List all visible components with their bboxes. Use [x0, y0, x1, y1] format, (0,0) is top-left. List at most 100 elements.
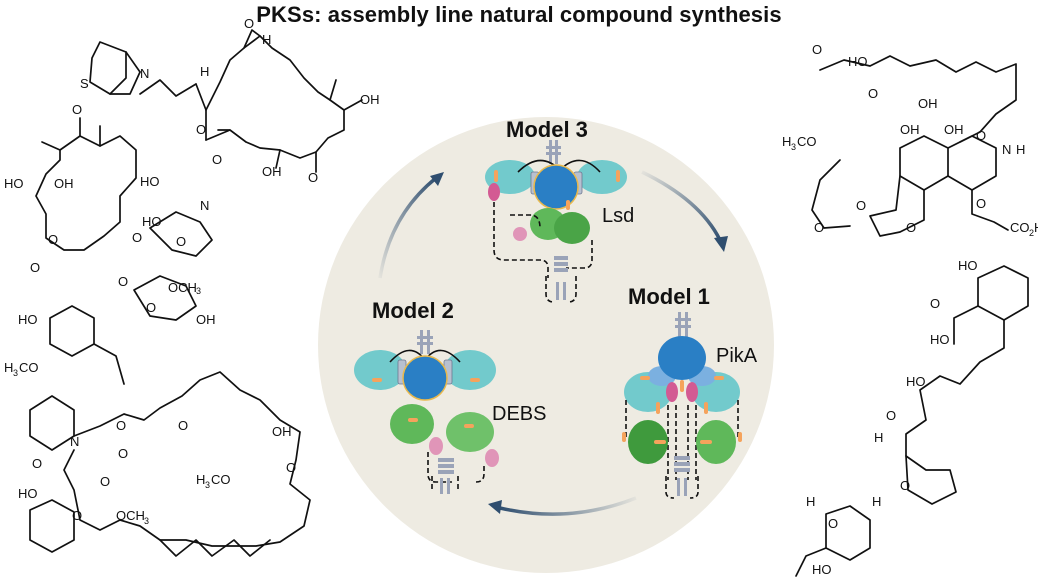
rapa-o2: O: [118, 446, 128, 461]
rapa-o4: O: [286, 460, 296, 475]
ery-oh2: OH: [196, 312, 216, 327]
epo-oh1: OH: [262, 164, 282, 179]
ery-n: N: [200, 198, 209, 213]
svg-text:3: 3: [13, 368, 18, 378]
rapa-o3: O: [178, 418, 188, 433]
ery-o1: O: [72, 102, 82, 117]
rapa-h3co: H: [4, 360, 13, 375]
svg-text:3: 3: [791, 142, 796, 152]
rif-oh3: OH: [944, 122, 964, 137]
lactone-o: O: [196, 122, 206, 137]
ery-o-glyc2: O: [118, 274, 128, 289]
model2-group: Model 2 DEBS: [354, 298, 546, 494]
svg-text:3: 3: [144, 516, 149, 526]
structure-erythromycin: O HO OH HO O O N HO O O O OCH 3 OH O: [4, 102, 216, 327]
rapa-n: N: [70, 434, 79, 449]
rif-o1: O: [812, 42, 822, 57]
debs-label: DEBS: [492, 403, 546, 425]
las-o-thf: O: [900, 478, 910, 493]
las-o2: O: [886, 408, 896, 423]
model2-kr-left: [390, 404, 434, 444]
ery-ho1: HO: [4, 176, 24, 191]
rapa-o1: O: [116, 418, 126, 433]
structure-rapamycin: HO H 3 CO N O O O OH H 3 CO O O O HO O O…: [4, 305, 311, 557]
rif-o-keto: O: [906, 220, 916, 235]
rapa-oh: OH: [272, 424, 292, 439]
rif-co2h: CO: [1010, 220, 1030, 235]
model3-acp-bottom: [513, 227, 527, 241]
ery-och3-sub: 3: [196, 286, 201, 296]
rapa-ho: HO: [18, 312, 38, 327]
arrowhead-model2: [488, 500, 502, 514]
ery-och3: OCH: [168, 280, 197, 295]
rapa-och3: OCH: [116, 508, 145, 523]
cycle-arrows: [378, 170, 728, 516]
ery-oh1: OH: [54, 176, 74, 191]
las-o-thp: O: [828, 516, 838, 531]
model3-kr-right: [554, 212, 590, 244]
model1-kr-left: [628, 420, 668, 464]
rapa-h3co2: H: [196, 472, 205, 487]
rif-ho: HO: [848, 54, 868, 69]
las-ho1: HO: [958, 258, 978, 273]
rapa-ho2: HO: [18, 486, 38, 501]
las-ho2: HO: [930, 332, 950, 347]
lsd-label: Lsd: [602, 205, 634, 227]
svg-text:CO: CO: [19, 360, 39, 375]
ery-o-ring2: O: [146, 300, 156, 315]
las-h2: H: [872, 494, 881, 509]
epo-oh2: OH: [360, 92, 380, 107]
model3-at-right: [577, 160, 627, 194]
las-ho3: HO: [906, 374, 926, 389]
svg-text:H: H: [1034, 220, 1038, 235]
svg-text:CO: CO: [797, 134, 817, 149]
structure-epothilone: S N O H H O O OH OH O: [80, 16, 380, 185]
model1-ks: [658, 336, 706, 380]
rif-o-ring: O: [814, 220, 824, 235]
las-o1: O: [930, 296, 940, 311]
rif-h3co: H: [782, 134, 791, 149]
epoxide-o: O: [244, 16, 254, 31]
pika-label: PikA: [716, 345, 758, 367]
model2-label: Model 2: [372, 298, 454, 323]
arrow-model3-to-model1: [641, 170, 722, 241]
rif-o3: O: [976, 128, 986, 143]
ery-ho2: HO: [140, 174, 160, 189]
model2-ks: [402, 355, 448, 401]
structure-rifamycin: O O HO OH OH OH O H 3 CO N H O O O O CO …: [782, 42, 1038, 238]
rapa-o6: O: [100, 474, 110, 489]
rif-oh1: OH: [918, 96, 938, 111]
ery-ho3: HO: [142, 214, 162, 229]
rif-oh2: OH: [900, 122, 920, 137]
ery-o-glyc1: O: [132, 230, 142, 245]
model3-acp-left: [488, 183, 500, 201]
arrowhead-model1: [714, 236, 728, 252]
figure-title: PKSs: assembly line natural compound syn…: [256, 2, 782, 27]
rif-h: H: [1016, 142, 1025, 157]
model1-label: Model 1: [628, 284, 710, 309]
epoxide-h: H: [262, 32, 271, 47]
ery-o-lactone: O: [48, 232, 58, 247]
arrow-model1-to-model2: [499, 496, 637, 516]
rif-o-ether: O: [976, 196, 986, 211]
arrowhead-model3: [430, 172, 444, 186]
model2-kr-right: [446, 412, 494, 452]
model1-kr-right: [696, 420, 736, 464]
model3-ks: [533, 164, 579, 210]
thiazole-n: N: [140, 66, 149, 81]
svg-text:3: 3: [205, 480, 210, 490]
arrow-model2-to-model3: [378, 176, 438, 279]
model3-label: Model 3: [506, 117, 588, 142]
model3-group: Model 3 Lsd: [485, 117, 634, 303]
rif-nh: N: [1002, 142, 1011, 157]
rif-o2: O: [868, 86, 878, 101]
rapa-o7: O: [72, 508, 82, 523]
lactone-co: O: [212, 152, 222, 167]
ery-o-ring1: O: [176, 234, 186, 249]
epoxide-h2: H: [200, 64, 209, 79]
las-ho4: HO: [812, 562, 832, 577]
svg-text:CO: CO: [211, 472, 231, 487]
svg-text:2: 2: [1029, 228, 1034, 238]
